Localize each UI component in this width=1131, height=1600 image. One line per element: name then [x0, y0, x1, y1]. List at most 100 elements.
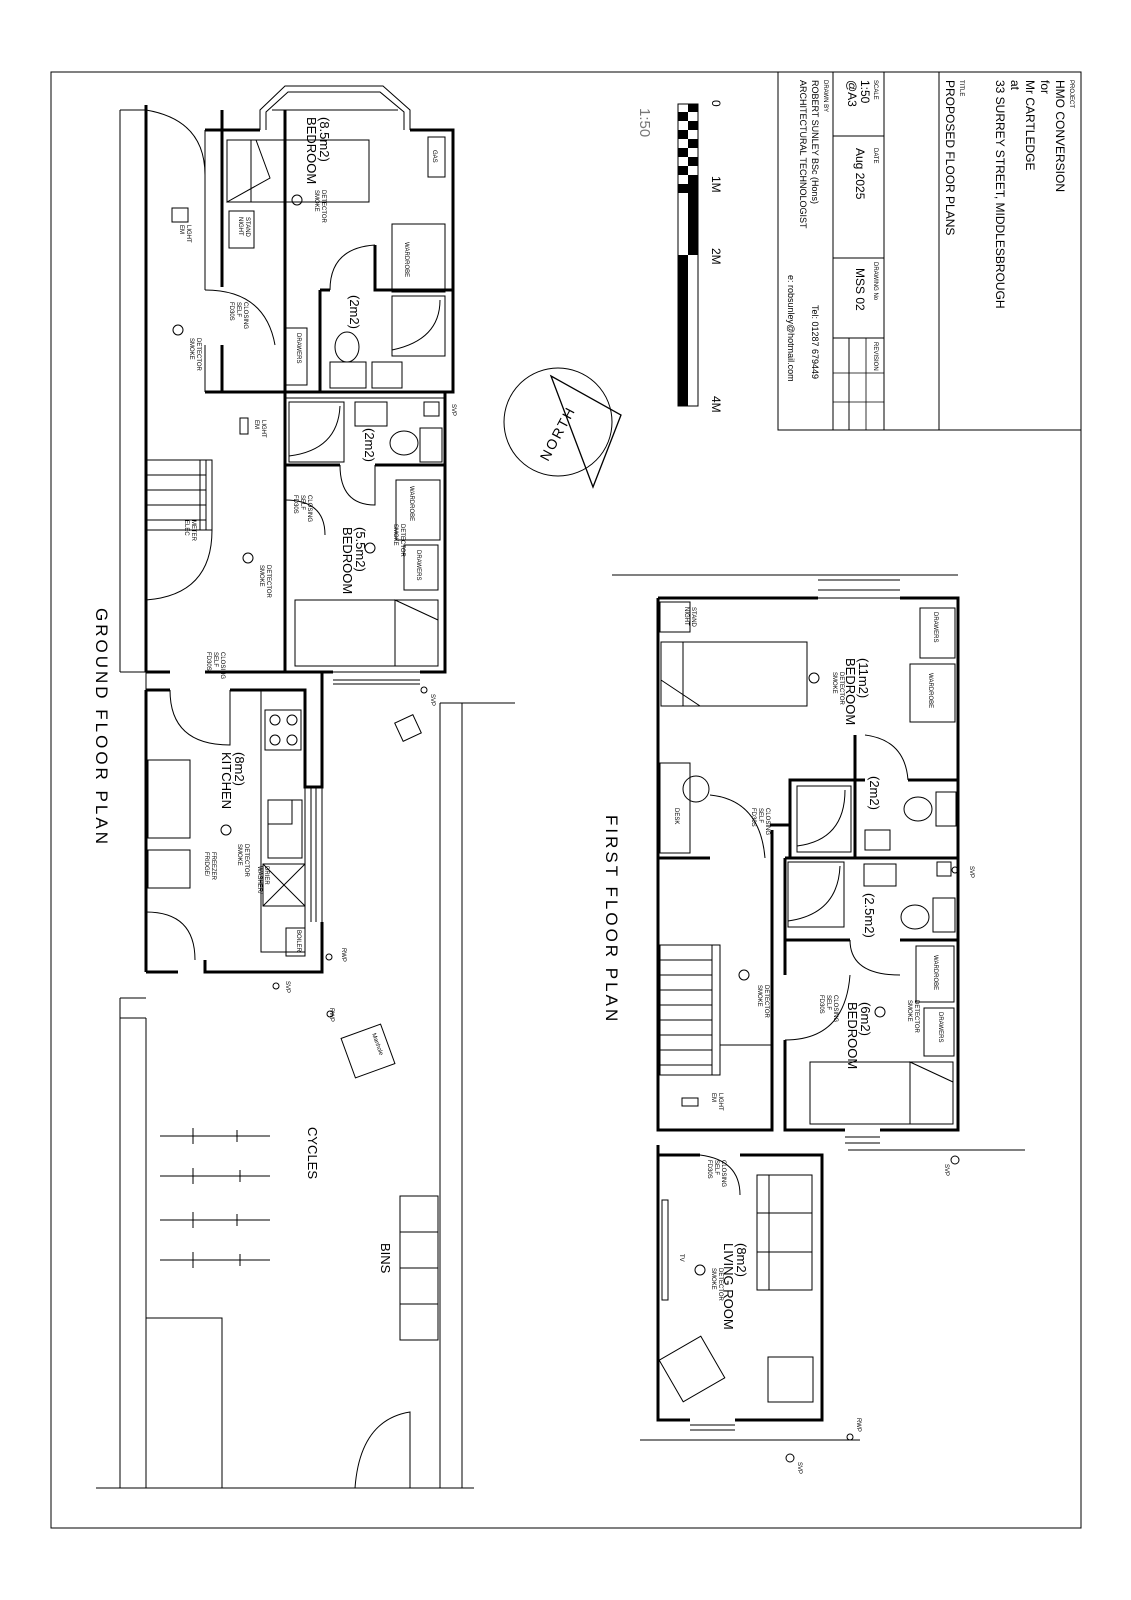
tag-smoke-b2: DETECTOR	[195, 338, 201, 372]
north-arrow: NORTH	[503, 367, 622, 489]
ground-floor-heading: GROUND FLOOR PLAN	[92, 608, 111, 847]
scale-caption-text: 1:50	[636, 108, 653, 137]
tag-fd-e3: CLOSING	[832, 995, 838, 1022]
tag-em-c1: EM	[710, 1093, 716, 1102]
tag-night-a2: STAND	[244, 217, 250, 238]
tag-fd-e2: SELF	[825, 995, 831, 1010]
tag-fridge-1: FRIDGE/	[203, 852, 209, 877]
scale-caption: SCALE	[872, 80, 878, 100]
tag-fd-c3: CLOSING	[219, 652, 225, 679]
tag-em-a2: LIGHT	[185, 225, 191, 243]
tag-elec-1: ELEC	[183, 520, 189, 536]
tag-desk: DESK	[673, 808, 679, 824]
tag-smoke-a2: DETECTOR	[320, 190, 326, 224]
drawing-no-caption: DRAWING No	[872, 262, 878, 301]
tag-em-c2: LIGHT	[717, 1093, 723, 1111]
project-line1: HMO CONVERSION	[1053, 80, 1067, 192]
gf-bedroom1-area: (8.5m2)	[317, 117, 332, 162]
cycle-2	[160, 1168, 270, 1184]
tag-svp-f: SVP	[796, 1462, 802, 1474]
tag-fd-a3: CLOSING	[242, 302, 248, 329]
gf-cycles-label: CYCLES	[305, 1127, 320, 1179]
tag-fd-b1: FD30S	[292, 495, 298, 514]
first-floor-heading: FIRST FLOOR PLAN	[602, 815, 621, 1024]
tag-drawers-d: DRAWERS	[937, 1012, 943, 1042]
tag-gas: GAS	[431, 150, 437, 163]
ff-ensuite4-area: (2.5m2)	[862, 893, 877, 938]
tag-smoke-i2: DETECTOR	[717, 1268, 723, 1302]
ff-living-name: LIVING ROOM	[721, 1243, 736, 1330]
tag-svp-d: SVP	[968, 866, 974, 878]
tag-night-b2: STAND	[690, 607, 696, 628]
tag-fd-c1: FD30S	[205, 652, 211, 671]
tag-smoke-g1: SMOKE	[906, 1000, 912, 1022]
ff-bedroom4-area: (6m2)	[858, 1002, 873, 1036]
tag-smoke-d1: SMOKE	[258, 565, 264, 587]
tag-fd-e1: FD30S	[818, 995, 824, 1014]
tag-smoke-c2: DETECTOR	[399, 524, 405, 558]
tag-boiler: BOILER	[295, 930, 301, 953]
tag-smoke-e1: SMOKE	[236, 844, 242, 866]
gf-kitchen-name: KITCHEN	[219, 752, 234, 809]
cycle-1	[160, 1128, 270, 1144]
tag-smoke-g2: DETECTOR	[913, 1000, 919, 1034]
scale-tick-1: 1M	[709, 176, 723, 193]
drawing-no-value: MSS 02	[853, 268, 867, 311]
date-caption: DATE	[872, 148, 878, 164]
tag-rwp-c: RWP	[855, 1418, 861, 1432]
tag-manhole: Manhole	[370, 1033, 384, 1057]
tag-smoke-a1: SMOKE	[313, 190, 319, 212]
tag-smoke-h2: DETECTOR	[763, 985, 769, 1019]
ground-floor-plan: BEDROOM(8.5m2) (2m2) (2m2) BEDROOM(5.5m2…	[92, 85, 515, 1489]
date-value: Aug 2025	[853, 148, 867, 200]
scale-tick-4: 4M	[709, 396, 723, 413]
gf-bedroom1-name: BEDROOM	[304, 117, 319, 184]
ff-bedroom3-area: (11m2)	[856, 658, 871, 698]
project-line3: Mr CARTLEDGE	[1023, 80, 1037, 170]
gf-ensuite1-area: (2m2)	[347, 295, 362, 329]
project-caption: PROJECT	[1068, 80, 1074, 108]
tag-svp-e: SVP	[943, 1164, 949, 1176]
title-caption: TITLE	[958, 80, 964, 96]
tag-washer-1: WASHER/	[256, 866, 262, 894]
scale-paper: @A3	[845, 80, 859, 107]
tag-fd-a2: SELF	[235, 302, 241, 317]
tag-smoke-c1: SMOKE	[392, 524, 398, 546]
gf-kitchen-area: (8m2)	[232, 752, 247, 786]
ff-bedroom4-name: BEDROOM	[845, 1002, 860, 1069]
tag-night-b1: NIGHT	[683, 607, 689, 626]
drawn-by-name: ROBERT SUNLEY BSc (Hons)	[810, 80, 820, 204]
tag-fd-f3: CLOSING	[720, 1160, 726, 1187]
tag-svp-b: SVP	[429, 694, 435, 706]
tag-em-b2: LIGHT	[260, 420, 266, 438]
tag-svp-c: SVP	[284, 981, 290, 993]
drawn-by-role: ARCHITECTURAL TECHNOLOGIST	[798, 80, 808, 229]
cycle-4	[160, 1252, 270, 1268]
project-line2: for	[1038, 80, 1052, 94]
tag-wardrobe-b: WARDROBE	[408, 486, 414, 521]
contact-email: e: robsunley@hotmail.com	[786, 275, 796, 382]
first-floor-plan: BEDROOM(11m2) (2m2) (2.5m2) BEDROOM(6m2)…	[602, 574, 1025, 1474]
tag-fd-b2: SELF	[299, 495, 305, 510]
tag-fd-d2: SELF	[757, 808, 763, 823]
scale-tick-0: 0	[709, 100, 723, 107]
tag-em-a1: EM	[178, 225, 184, 234]
tag-tv: TV	[678, 1254, 684, 1262]
tag-rwp-b: RWP	[328, 1008, 334, 1022]
drawn-by-caption: DRAWN BY	[822, 80, 828, 112]
tag-fd-c2: SELF	[212, 652, 218, 667]
tag-smoke-f2: DETECTOR	[838, 672, 844, 706]
tag-wardrobe-a: WARDROBE	[403, 242, 409, 277]
tag-fd-f1: FD30S	[706, 1160, 712, 1179]
tag-rwp-a: RWP	[340, 948, 346, 962]
title-block: PROJECT HMO CONVERSION for Mr CARTLEDGE …	[777, 71, 1082, 431]
tag-smoke-h1: SMOKE	[756, 985, 762, 1007]
tag-smoke-f1: SMOKE	[831, 672, 837, 694]
gf-bedroom2-area: (5.5m2)	[353, 527, 368, 572]
tag-smoke-e2: DETECTOR	[243, 844, 249, 878]
tag-drawers-b: DRAWERS	[415, 550, 421, 580]
tag-elec-2: METER	[190, 520, 196, 542]
tag-fd-f2: SELF	[713, 1160, 719, 1175]
tag-fridge-2: FREEZER	[210, 852, 216, 881]
